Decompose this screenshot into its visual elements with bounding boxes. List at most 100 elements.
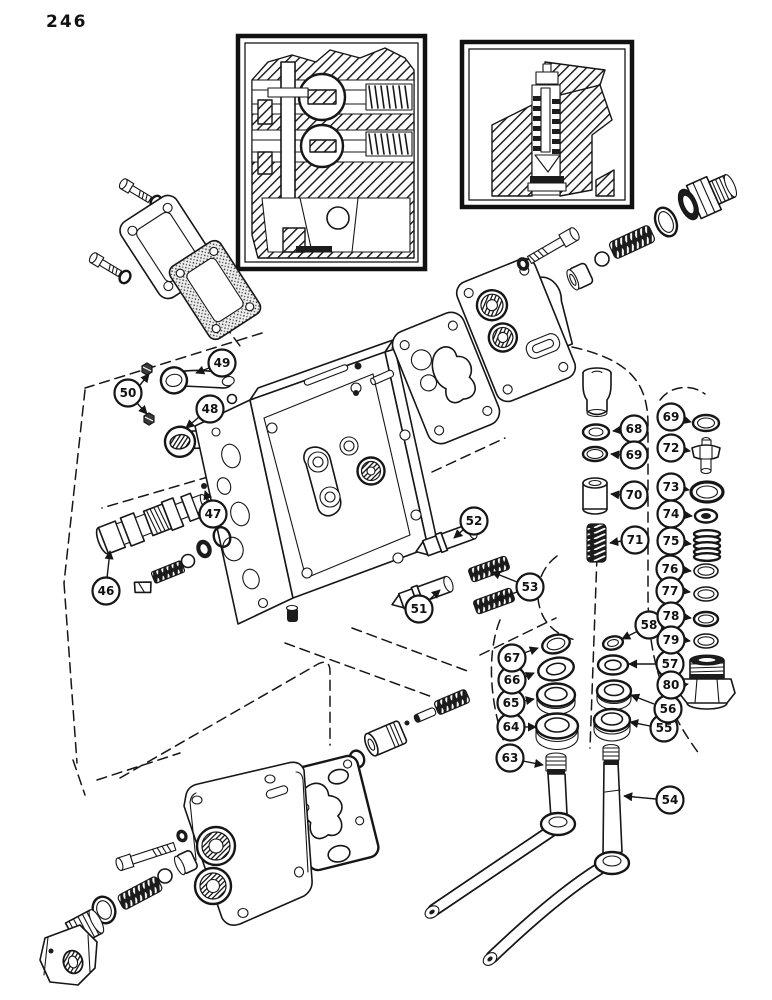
callout-71: 71 <box>609 525 650 555</box>
elbow-fitting <box>39 909 105 986</box>
o-ring-73 <box>689 480 725 504</box>
washer <box>516 257 530 271</box>
svg-text:51: 51 <box>411 602 428 616</box>
inset-cross-section-main <box>235 33 428 272</box>
spring-75 <box>692 529 722 563</box>
callout-48: 48 <box>185 394 225 429</box>
callout-47: 47 <box>198 490 228 529</box>
o-ring-76 <box>693 563 719 579</box>
spring-71 <box>586 523 607 563</box>
callout-58: 58 <box>621 610 664 640</box>
callout-66: 66 <box>497 665 535 695</box>
o-ring-58 <box>601 635 625 651</box>
seal-cup-55 <box>592 707 632 742</box>
svg-text:49: 49 <box>214 356 231 370</box>
svg-text:72: 72 <box>663 441 680 455</box>
callout-53: 53 <box>491 570 545 602</box>
parts-column-left <box>581 367 612 563</box>
lower-relief-parts <box>39 829 198 986</box>
svg-text:56: 56 <box>660 702 677 716</box>
spool-washer <box>196 539 212 559</box>
svg-text:65: 65 <box>503 696 520 710</box>
cover-bolt <box>88 252 123 278</box>
callout-49: 49 <box>195 348 237 378</box>
body-top-slot <box>303 364 349 386</box>
cover-bolt <box>526 227 580 265</box>
control-lever-left <box>424 752 577 919</box>
cover-gasket <box>168 239 262 341</box>
cover-bolt <box>115 841 177 872</box>
body-face-details <box>266 362 422 579</box>
upper-end-cover <box>455 257 577 403</box>
spring <box>433 689 471 715</box>
cover-bolt <box>118 178 153 204</box>
callout-75: 75 <box>656 526 692 556</box>
svg-text:70: 70 <box>626 488 643 502</box>
bushing <box>173 850 198 876</box>
callout-69: 69 <box>656 402 692 432</box>
seal-cup-64 <box>534 712 580 751</box>
seal-stack-left <box>534 633 580 751</box>
seal-cup-56 <box>595 679 633 711</box>
svg-text:80: 80 <box>663 678 680 692</box>
svg-text:69: 69 <box>626 448 643 462</box>
callout-51: 51 <box>404 589 441 624</box>
callout-67: 67 <box>497 643 539 673</box>
svg-text:78: 78 <box>663 609 680 623</box>
o-ring <box>653 206 679 238</box>
svg-text:66: 66 <box>504 673 521 687</box>
spring <box>117 876 163 910</box>
svg-text:48: 48 <box>202 402 219 416</box>
page-number: 246 <box>46 12 88 32</box>
svg-text:63: 63 <box>502 751 519 765</box>
body-bottom-plug <box>287 608 298 622</box>
hex-plug-80 <box>678 654 736 710</box>
callout-79: 79 <box>656 625 691 655</box>
roll-pin <box>370 369 395 386</box>
callout-68: 68 <box>612 414 649 444</box>
callout-72: 72 <box>656 433 691 463</box>
o-ring <box>212 526 232 548</box>
callout-70: 70 <box>610 480 649 510</box>
check-ball <box>594 251 610 267</box>
control-lever-right <box>482 743 631 966</box>
hex-fitting <box>677 174 738 221</box>
seal-stack-right <box>592 635 633 742</box>
svg-text:67: 67 <box>504 651 521 665</box>
detent-plug <box>363 720 408 757</box>
callout-69: 69 <box>610 440 649 470</box>
check-ball <box>157 868 173 884</box>
lever-ball-tip <box>226 393 238 405</box>
o-ring-inner <box>658 211 674 233</box>
svg-text:74: 74 <box>663 507 680 521</box>
callout-52: 52 <box>453 506 489 539</box>
callout-50: 50 <box>113 373 150 415</box>
inset-cross-section-relief-valve <box>459 39 635 210</box>
check-ball <box>180 553 196 569</box>
svg-text:47: 47 <box>205 507 222 521</box>
washer-68 <box>581 423 611 441</box>
callout-63: 63 <box>495 743 544 773</box>
callout-64: 64 <box>496 712 537 742</box>
svg-text:57: 57 <box>662 657 679 671</box>
svg-text:79: 79 <box>663 633 680 647</box>
callout-46: 46 <box>91 550 121 606</box>
callout-78: 78 <box>656 601 692 631</box>
cover-plate-assembly <box>88 178 262 341</box>
svg-text:76: 76 <box>662 562 679 576</box>
svg-text:73: 73 <box>663 480 680 494</box>
detent-spring <box>473 587 515 615</box>
svg-text:71: 71 <box>627 533 644 547</box>
relief-spring <box>608 225 656 259</box>
svg-text:53: 53 <box>522 580 539 594</box>
cover-slot <box>265 785 289 799</box>
spool-valve <box>95 492 209 555</box>
callout-56: 56 <box>630 693 683 724</box>
main-valve-body <box>194 339 439 625</box>
o-ring-77 <box>693 586 719 602</box>
part-callouts: 4647484950515253545556575863646566676869… <box>91 348 693 815</box>
relief-valve-parts <box>516 174 738 291</box>
o-ring-inner <box>96 900 112 920</box>
washer-57 <box>596 654 630 676</box>
o-ring-78 <box>692 610 720 628</box>
